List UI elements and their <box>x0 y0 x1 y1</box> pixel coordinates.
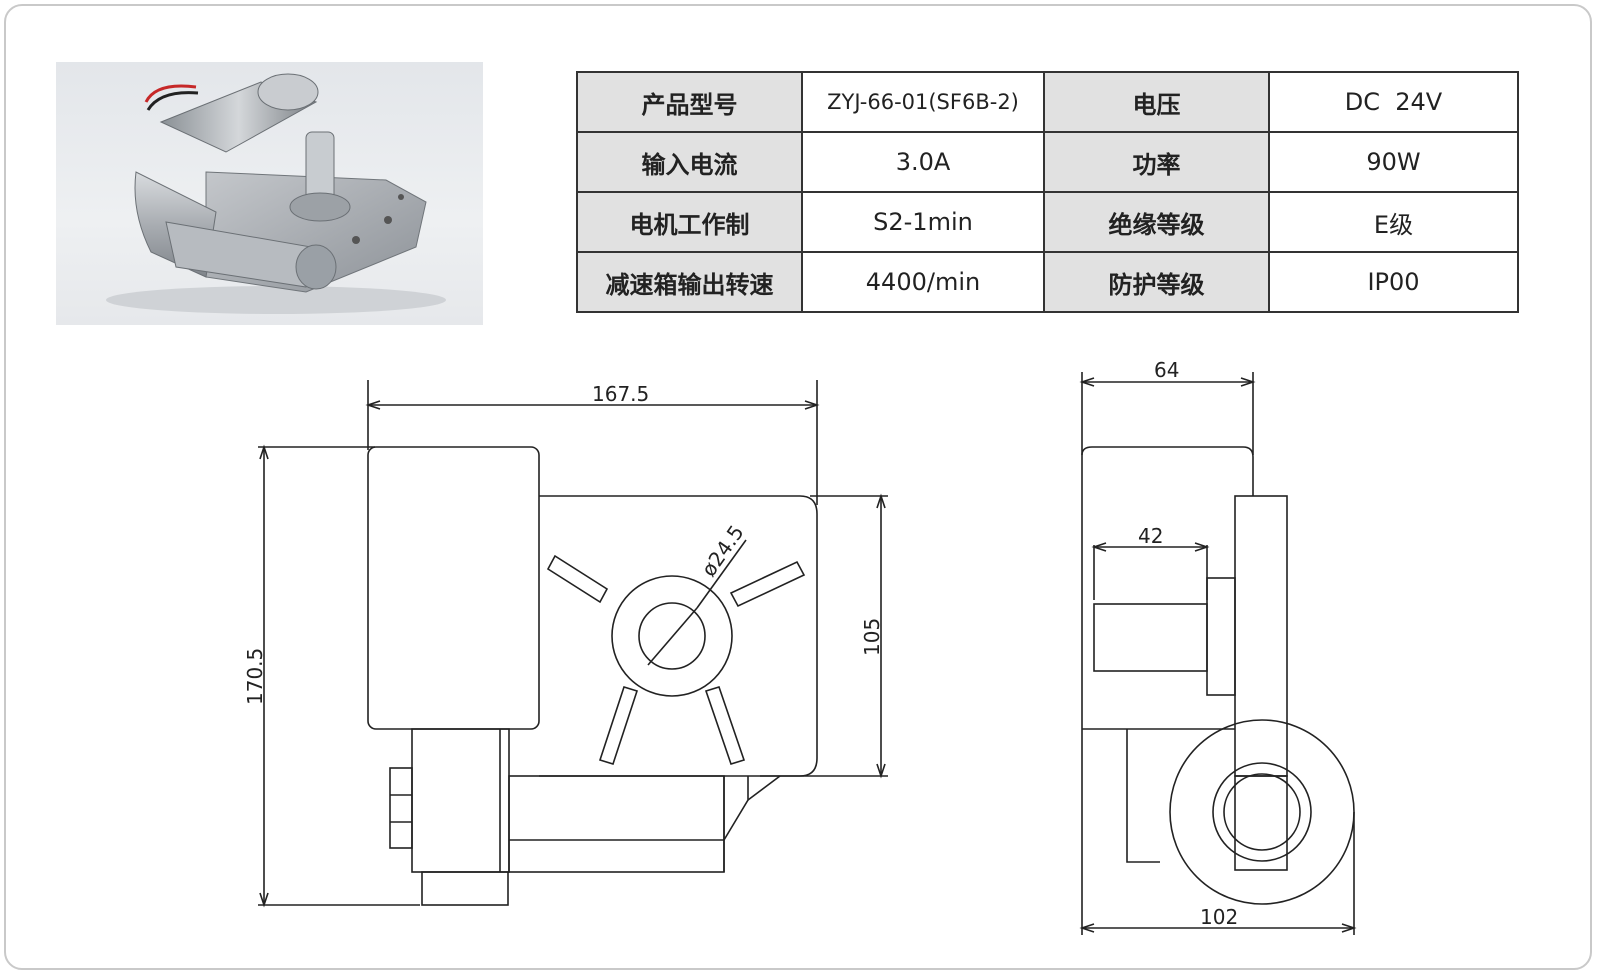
spec-value: ZYJ-66-01(SF6B-2) <box>801 71 1045 133</box>
spec-value: 3.0A <box>801 131 1045 193</box>
spec-row: 输入电流 3.0A 功率 90W <box>576 131 1519 193</box>
product-photo <box>56 62 483 325</box>
dim-width-label: 167.5 <box>592 382 649 406</box>
spec-label: 电压 <box>1043 71 1270 133</box>
spec-row: 减速箱输出转速 4400/min 防护等级 IP00 <box>576 251 1519 313</box>
spec-label: 防护等级 <box>1043 251 1270 313</box>
dim-base-width-label: 102 <box>1200 905 1238 929</box>
spec-value: S2-1min <box>801 191 1045 253</box>
spec-label: 电机工作制 <box>576 191 803 253</box>
dim-gearbox-label: 105 <box>860 618 884 656</box>
dim-height-label: 170.5 <box>243 648 267 705</box>
spec-label: 减速箱输出转速 <box>576 251 803 313</box>
spec-label: 输入电流 <box>576 131 803 193</box>
spec-value: E级 <box>1268 191 1519 253</box>
spec-label: 产品型号 <box>576 71 803 133</box>
spec-row: 电机工作制 S2-1min 绝缘等级 E级 <box>576 191 1519 253</box>
dim-top-width-label: 64 <box>1154 358 1179 382</box>
motor-photo-illustration <box>106 73 446 314</box>
spec-table: 产品型号 ZYJ-66-01(SF6B-2) 电压 DC 24V 输入电流 3.… <box>576 71 1519 313</box>
spec-value: IP00 <box>1268 251 1519 313</box>
spec-value: DC 24V <box>1268 71 1519 133</box>
spec-value: 90W <box>1268 131 1519 193</box>
spec-row: 产品型号 ZYJ-66-01(SF6B-2) 电压 DC 24V <box>576 71 1519 133</box>
spec-label: 功率 <box>1043 131 1270 193</box>
spec-label: 绝缘等级 <box>1043 191 1270 253</box>
dim-motor-width-label: 42 <box>1138 524 1163 548</box>
spec-value: 4400/min <box>801 251 1045 313</box>
side-view <box>1079 372 1357 935</box>
front-view <box>258 380 888 908</box>
